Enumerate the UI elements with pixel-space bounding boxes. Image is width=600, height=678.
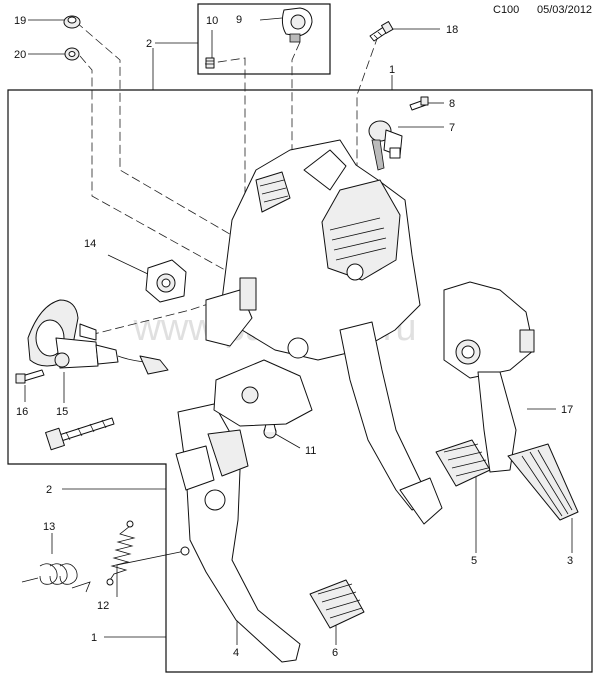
callout-2-top: 2 <box>146 38 152 50</box>
washer-part-20 <box>64 47 80 61</box>
master-cylinder-part-15 <box>27 299 169 375</box>
diagram-date: 05/03/2012 <box>537 4 593 16</box>
callout-1-top: 1 <box>389 64 395 76</box>
switch-part-7 <box>368 120 403 171</box>
callout-6: 6 <box>332 647 338 659</box>
bolt-part-16 <box>15 369 45 384</box>
nut-part-19 <box>63 15 81 29</box>
callout-20: 20 <box>14 49 26 61</box>
callout-9: 9 <box>236 14 242 26</box>
callout-3: 3 <box>567 555 573 567</box>
callout-7: 7 <box>449 122 455 134</box>
callout-13: 13 <box>43 521 55 533</box>
callout-18: 18 <box>446 24 458 36</box>
brake-pedal-pad-5 <box>435 439 491 487</box>
callout-8: 8 <box>449 98 455 110</box>
clutch-pedal-4 <box>175 403 301 663</box>
torsion-spring-part-13 <box>21 563 91 593</box>
callout-labels: 19 20 2 10 9 18 1 8 7 14 16 15 17 11 2 1… <box>14 14 573 659</box>
accelerator-pedal-3 <box>507 443 579 521</box>
callout-10: 10 <box>206 15 218 27</box>
clutch-pedal-pad-6 <box>309 579 365 629</box>
pushrod <box>45 417 115 451</box>
bolt-part-8 <box>409 96 429 111</box>
assembly-frame <box>7 89 593 673</box>
callout-5: 5 <box>471 555 477 567</box>
callout-17: 17 <box>561 404 573 416</box>
leader-lines <box>24 17 573 645</box>
callout-19: 19 <box>14 15 26 27</box>
diagram-code: C100 <box>493 4 520 16</box>
callout-2-left: 2 <box>46 484 52 496</box>
callout-11: 11 <box>305 445 316 457</box>
callout-12: 12 <box>97 600 109 612</box>
accelerator-module <box>443 281 535 473</box>
callout-14: 14 <box>84 238 96 250</box>
clip-part-11 <box>263 423 277 439</box>
lower-bracket <box>213 359 313 427</box>
inset-box <box>197 3 331 75</box>
bolt-part-18 <box>369 21 394 42</box>
callout-1-bottom: 1 <box>91 632 97 644</box>
callout-16: 16 <box>16 406 28 418</box>
sensor-part-14 <box>145 259 187 303</box>
screw-part-10 <box>205 57 215 69</box>
brake-pedal <box>339 321 443 525</box>
callout-15: 15 <box>56 406 68 418</box>
callout-4: 4 <box>233 647 239 659</box>
pedal-box-bracket <box>205 139 421 361</box>
spring-part-12 <box>106 520 136 586</box>
clip-part-9 <box>281 7 313 43</box>
